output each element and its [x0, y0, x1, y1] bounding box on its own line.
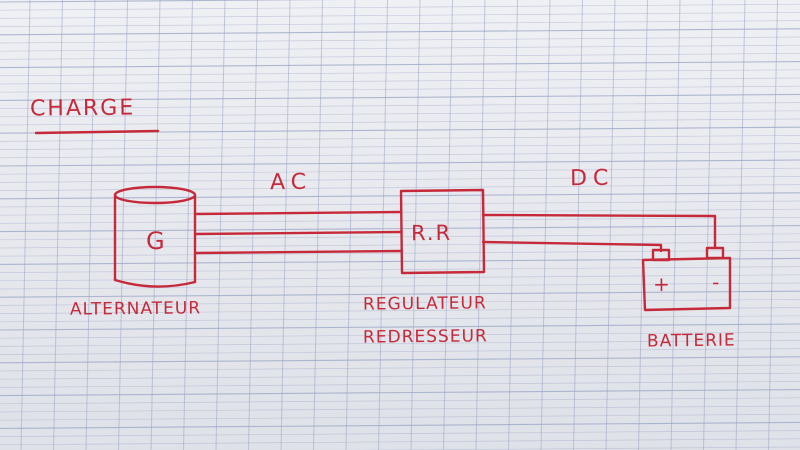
regulator-symbol: R.R: [410, 220, 453, 246]
grid-line: [0, 413, 800, 421]
grid-line: [0, 421, 800, 429]
grid-line: [735, 0, 746, 450]
grid-line: [280, 0, 291, 450]
grid-line: [0, 340, 800, 347]
grid-line: [0, 53, 800, 60]
grid-line: [475, 0, 486, 450]
grid-line: [0, 110, 800, 118]
grid-line: [0, 77, 800, 85]
grid-line: [0, 241, 800, 249]
grid-line: [0, 397, 800, 405]
grid-line: [0, 225, 800, 233]
grid-line: [0, 282, 800, 290]
regulator-label-line2: REDRESSEUR: [362, 326, 488, 348]
ac-wires: [193, 210, 403, 255]
grid-line: [0, 135, 800, 142]
grid-line: [0, 381, 800, 388]
grid-line: [0, 348, 800, 355]
grid-line: [0, 44, 800, 52]
grid-line: [150, 0, 161, 450]
alternator-label: ALTERNATEUR: [69, 298, 202, 320]
grid-line: [0, 3, 800, 11]
grid-line: [0, 233, 800, 241]
grid-line: [0, 364, 800, 372]
grid-line: [0, 217, 800, 224]
grid-line: [0, 299, 800, 306]
grid-line: [0, 20, 800, 27]
grid-line: [0, 331, 800, 339]
dc-wires: [481, 213, 717, 253]
grid-line: [345, 0, 356, 450]
grid-line: [85, 0, 96, 450]
grid-line: [118, 0, 128, 450]
grid-line: [605, 0, 616, 450]
grid-line: [410, 0, 421, 450]
grid-line: [0, 290, 800, 298]
diagram-title: CHARGE: [29, 95, 136, 122]
grid-line: [0, 0, 341, 3]
grid-line: [0, 69, 800, 77]
grid-line: [378, 0, 388, 450]
grid-line: [0, 274, 800, 282]
grid-line: [0, 167, 800, 175]
grid-line: [183, 0, 193, 450]
battery-box: [641, 246, 732, 312]
regulator-box: [399, 188, 486, 275]
battery-minus-sign: -: [711, 269, 720, 295]
grid-line: [0, 143, 800, 150]
grid-line: [768, 0, 778, 450]
grid-line: [313, 0, 323, 450]
grid-line: [0, 85, 800, 93]
grid-line: [670, 0, 681, 450]
grid-line: [0, 372, 800, 380]
grid-line: [0, 93, 800, 101]
battery-plus-sign: +: [652, 271, 670, 297]
grid-line: [540, 0, 551, 450]
battery-label: BATTERIE: [646, 330, 736, 352]
grid-line: [573, 0, 583, 450]
regulator-label-line1: REGULATEUR: [362, 293, 487, 315]
title-underline: [34, 129, 160, 135]
grid-line: [0, 430, 800, 437]
grid-line: [0, 151, 800, 159]
grid-line: [0, 315, 800, 323]
ac-label: AC: [269, 169, 313, 196]
dc-label: DC: [569, 165, 615, 192]
grid-line: [0, 28, 800, 36]
grid-line: [638, 0, 648, 450]
grid-line: [20, 0, 31, 450]
grid-line: [0, 405, 800, 413]
alternator-cylinder: [113, 185, 197, 288]
grid-line: [0, 176, 800, 183]
grid-line: [443, 0, 453, 450]
grid-line: [0, 118, 800, 126]
alternator-symbol: G: [145, 226, 168, 256]
grid-line: [0, 159, 800, 167]
grid-line: [0, 323, 800, 331]
grid-line: [0, 61, 800, 69]
grid-line: [0, 266, 800, 273]
grid-line: [0, 356, 800, 364]
grid-line: [0, 438, 800, 446]
grid-line: [353, 446, 800, 450]
grid-line: [508, 0, 518, 450]
grid-line: [248, 0, 258, 450]
grid-line: [53, 0, 63, 450]
grid-line: [0, 36, 800, 44]
grid-line: [0, 12, 800, 19]
grid-line: [0, 184, 800, 191]
grid-line: [0, 389, 800, 397]
grid-line: [0, 102, 800, 109]
grid-line: [215, 0, 226, 450]
grid-line: [703, 0, 713, 450]
